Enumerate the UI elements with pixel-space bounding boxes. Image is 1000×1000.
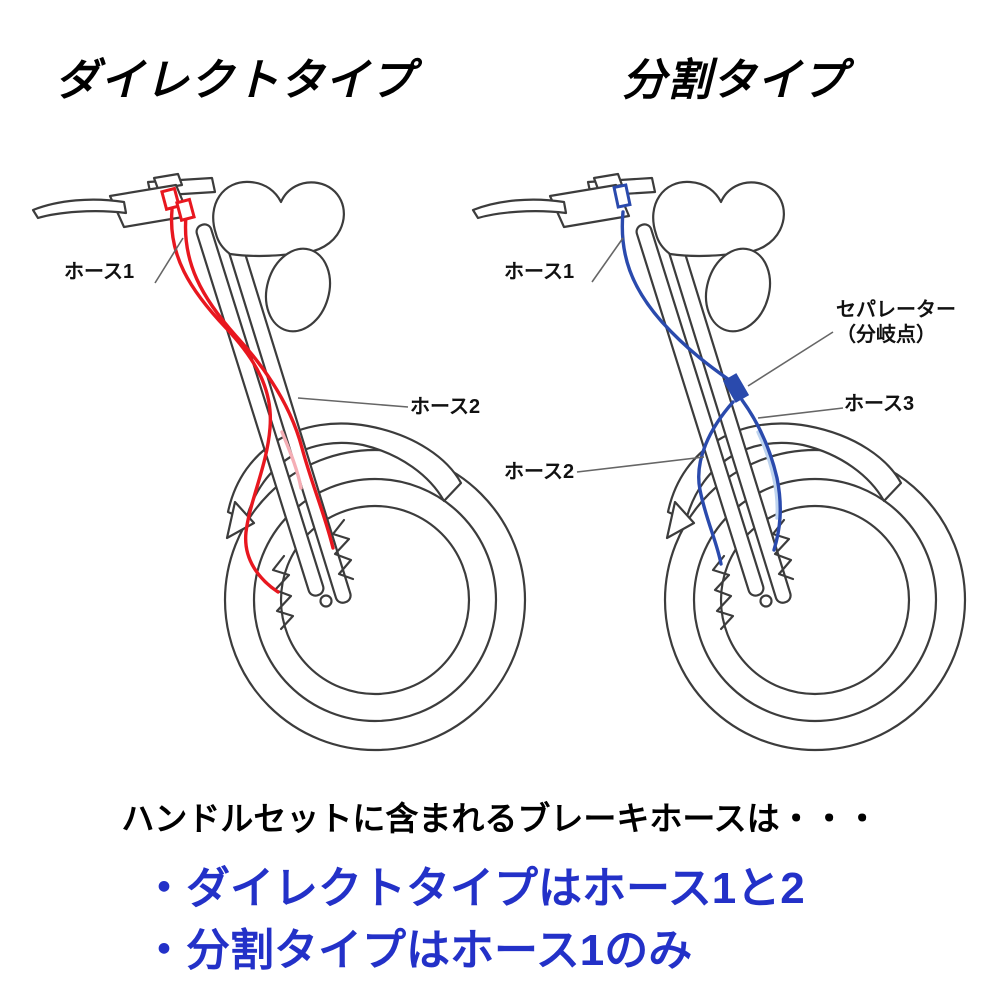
separator-leader-line	[747, 331, 834, 387]
hose2-leader-line	[297, 397, 409, 408]
banjo-fitting-1	[160, 186, 181, 212]
direct-type-hoses	[160, 186, 335, 594]
separator-label: セパレーター （分岐点）	[836, 298, 956, 348]
hose1-leader-line	[154, 237, 184, 284]
direct-type-title: ダイレクトタイプ	[55, 56, 415, 105]
hose1-leader-line	[591, 237, 624, 283]
hose-1-path	[620, 210, 734, 384]
direct-hose2-label: ホース2	[410, 396, 481, 418]
hose-behind-fender	[756, 430, 779, 520]
footer-intro-text: ハンドルセットに含まれるブレーキホースは・・・	[121, 800, 879, 837]
hose-2-path	[697, 400, 735, 566]
split-hose3-label: ホース3	[844, 393, 915, 415]
split-type-title: 分割タイプ	[622, 56, 847, 105]
hose-behind-fender	[280, 430, 303, 490]
hose3-leader-line	[757, 407, 844, 419]
hose-2-path	[183, 214, 335, 550]
split-type-diagram	[471, 172, 967, 752]
split-hose2-label: ホース2	[504, 461, 575, 483]
separator-label-line2: （分岐点）	[836, 324, 936, 346]
hose2-leader-line	[576, 456, 705, 473]
hose-3-path	[740, 398, 782, 552]
separator-label-line1: セパレーター	[836, 299, 956, 321]
separator-fitting	[722, 373, 750, 403]
banjo-fitting-2	[175, 197, 196, 223]
split-hose1-label: ホース1	[504, 261, 575, 283]
bullet-direct-type: ・ダイレクトタイプはホース1と2	[142, 864, 805, 913]
hose-1-path	[169, 208, 280, 594]
split-type-hoses	[612, 183, 782, 566]
direct-hose1-label: ホース1	[64, 261, 135, 283]
direct-type-diagram	[31, 172, 527, 752]
banjo-fitting	[612, 183, 632, 209]
bullet-split-type: ・分割タイプはホース1のみ	[142, 926, 693, 975]
